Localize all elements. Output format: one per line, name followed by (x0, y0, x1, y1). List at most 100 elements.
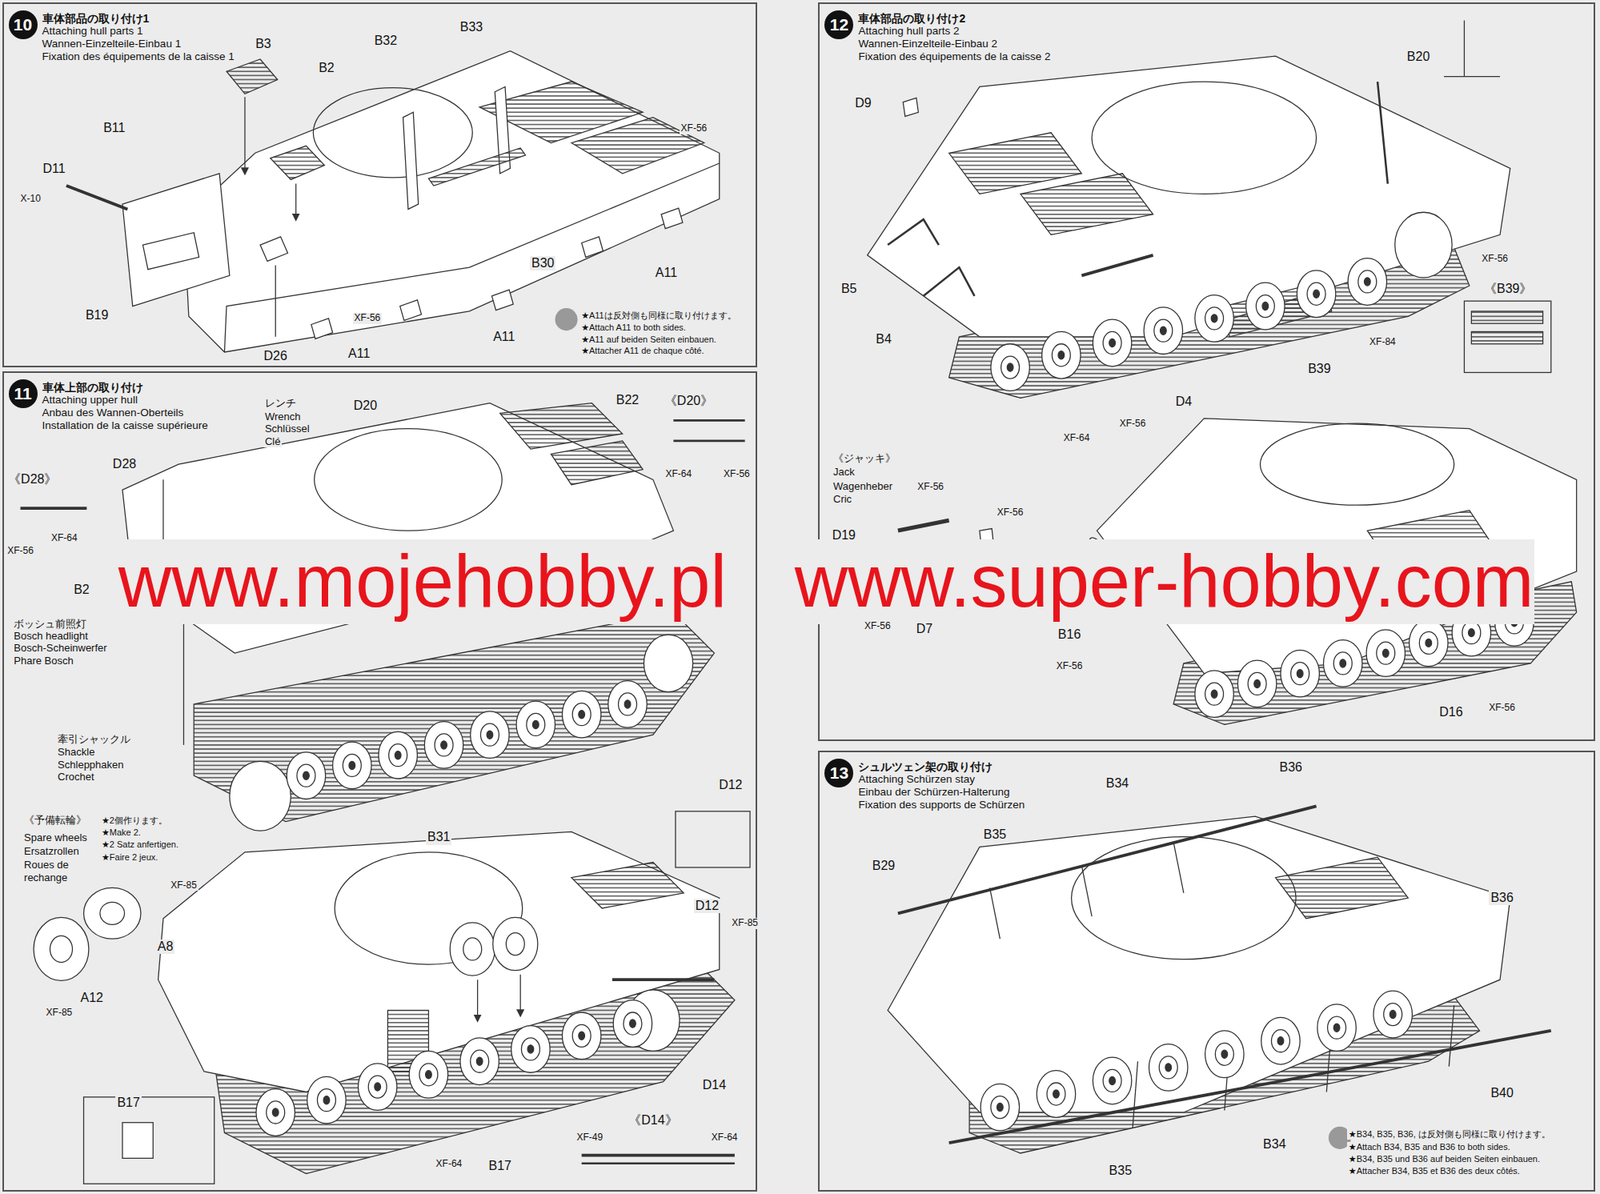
heading-line: Fixation des équipements de la caisse 1 (42, 50, 235, 64)
paint-code: XF-49 (575, 1132, 606, 1144)
part-number: B22 (614, 392, 641, 408)
note-text: ★Attach A11 to both sides. (579, 322, 688, 333)
step-number: 12 (824, 10, 854, 40)
watermark: www.mojehobby.pl (118, 539, 727, 625)
step-number-text: 13 (830, 763, 849, 783)
part-number: B34 (1261, 1137, 1288, 1152)
step-heading: 車体部品の取り付け2Attaching hull parts 2Wannen-E… (858, 12, 1051, 64)
heading-line: 車体部品の取り付け1 (42, 12, 235, 25)
part-number: B2 (72, 582, 92, 598)
paint-code: XF-56 (862, 621, 893, 633)
part-number: B31 (425, 830, 452, 845)
part-number: B29 (870, 858, 897, 874)
callout-text: ボッシュ前照灯 (12, 618, 89, 631)
callout-text: Shackle (56, 746, 97, 759)
note-text: ★Attacher A11 de chaque côté. (579, 345, 706, 357)
part-number: D7 (914, 621, 935, 637)
callout-text: Bosch-Scheinwerfer (12, 642, 109, 655)
part-number: D11 (40, 161, 67, 177)
step-heading: 車体上部の取り付けAttaching upper hullAnbau des W… (42, 380, 209, 433)
heading-line: 車体部品の取り付け2 (858, 12, 1051, 25)
part-number: B35 (1107, 1163, 1134, 1179)
part-number: B3 (253, 36, 273, 52)
step-panel: 車体上部の取り付けAttaching upper hullAnbau des W… (2, 371, 758, 1192)
part-number: B19 (84, 308, 110, 323)
paint-code: XF-84 (1367, 336, 1398, 349)
part-number: B30 (529, 256, 556, 271)
step-number-text: 10 (13, 15, 33, 35)
note-text: ★Attacher B34, B35 et B36 des deux côtés… (1347, 1166, 1522, 1177)
part-number: A11 (491, 329, 517, 345)
step-number: 10 (8, 10, 38, 40)
callout-text: Wrench (263, 411, 303, 424)
part-number: B17 (486, 1158, 513, 1174)
part-number: B32 (372, 33, 399, 49)
callout-text: レンチ (263, 397, 298, 410)
callout-text: Cric (831, 493, 854, 506)
paint-code: XF-56 (1487, 702, 1517, 714)
paint-code: XF-64 (1062, 433, 1092, 445)
paint-code: XF-64 (663, 469, 694, 481)
paint-code: XF-56 (679, 123, 710, 135)
part-number: A11 (346, 346, 372, 361)
paint-code: XF-56 (352, 312, 383, 325)
part-number: D12 (717, 777, 744, 793)
step-heading: シュルツェン架の取り付けAttaching Schürzen stayEinba… (858, 760, 1025, 812)
part-number: D26 (262, 348, 289, 364)
part-number: A11 (653, 265, 679, 281)
callout-text: Phare Bosch (12, 655, 75, 668)
part-number: B16 (1056, 627, 1083, 642)
part-number: B2 (316, 60, 337, 76)
note-text: ★Attach B34, B35 and B36 to both sides. (1347, 1142, 1512, 1153)
paint-code: XF-85 (168, 880, 199, 892)
callout-text: Wagenheber (831, 481, 895, 494)
note-text: ★A11 auf beiden Seiten einbauen. (579, 334, 718, 345)
heading-line: Einbau der Schürzen-Halterung (858, 785, 1025, 799)
step-number: 13 (824, 758, 854, 788)
note-text: ★A11は反対側も同様に取り付けます。 (579, 310, 738, 321)
callout-text: Clé (263, 436, 283, 449)
note-text: ★B34, B35, B36, は反対側も同様に取り付けます。 (1347, 1129, 1552, 1140)
heading-line: Wannen-Einzelteile-Einbau 1 (42, 37, 235, 51)
paint-code: XF-56 (995, 507, 1026, 519)
heading-line: Fixation des supports de Schürzen (858, 798, 1025, 812)
paint-code: XF-56 (721, 469, 752, 481)
step-panel: 車体部品の取り付け2Attaching hull parts 2Wannen-E… (818, 2, 1595, 742)
callout-text: Bosch headlight (12, 630, 90, 643)
part-number: B35 (982, 827, 1008, 843)
heading-line: Installation de la caisse supérieure (42, 419, 209, 433)
part-number: A12 (79, 990, 105, 1006)
heading-line: 車体上部の取り付け (42, 380, 209, 394)
watermark: www.super-hobby.com (794, 539, 1535, 625)
part-number: B17 (115, 1095, 141, 1111)
part-number: D19 (830, 528, 858, 543)
callout-text: 《ジャッキ》 (831, 453, 898, 466)
callout-text: rechange (22, 872, 69, 885)
note-text: ★Make 2. (100, 827, 143, 839)
part-number: B40 (1488, 1086, 1515, 1101)
callout-text: Roues de (22, 859, 71, 872)
heading-line: Attaching upper hull (42, 393, 209, 407)
paint-code: XF-85 (44, 1007, 75, 1019)
callout-text: 牽引シャックル (56, 733, 133, 746)
heading-line: Fixation des équipements de la caisse 2 (858, 50, 1051, 64)
paint-code: XF-64 (49, 533, 80, 545)
callout-text: Crochet (56, 771, 97, 784)
paint-code: XF-85 (729, 918, 760, 930)
heading-line: Attaching hull parts 1 (42, 24, 235, 38)
part-number: D20 (352, 398, 379, 414)
heading-line: Attaching Schürzen stay (858, 773, 1025, 786)
callout-text: Jack (831, 466, 857, 479)
part-number: B33 (458, 20, 485, 35)
paint-code: XF-64 (709, 1132, 740, 1144)
part-number: D14 (701, 1078, 728, 1093)
part-number: B36 (1488, 890, 1515, 906)
part-number: B36 (1277, 760, 1304, 775)
part-number: B4 (874, 332, 894, 347)
part-number: 《D28》 (6, 472, 59, 487)
paint-code: XF-64 (434, 1158, 465, 1171)
part-number: D4 (1174, 394, 1194, 410)
step-number-text: 11 (13, 384, 32, 404)
part-number: D16 (1437, 705, 1464, 720)
